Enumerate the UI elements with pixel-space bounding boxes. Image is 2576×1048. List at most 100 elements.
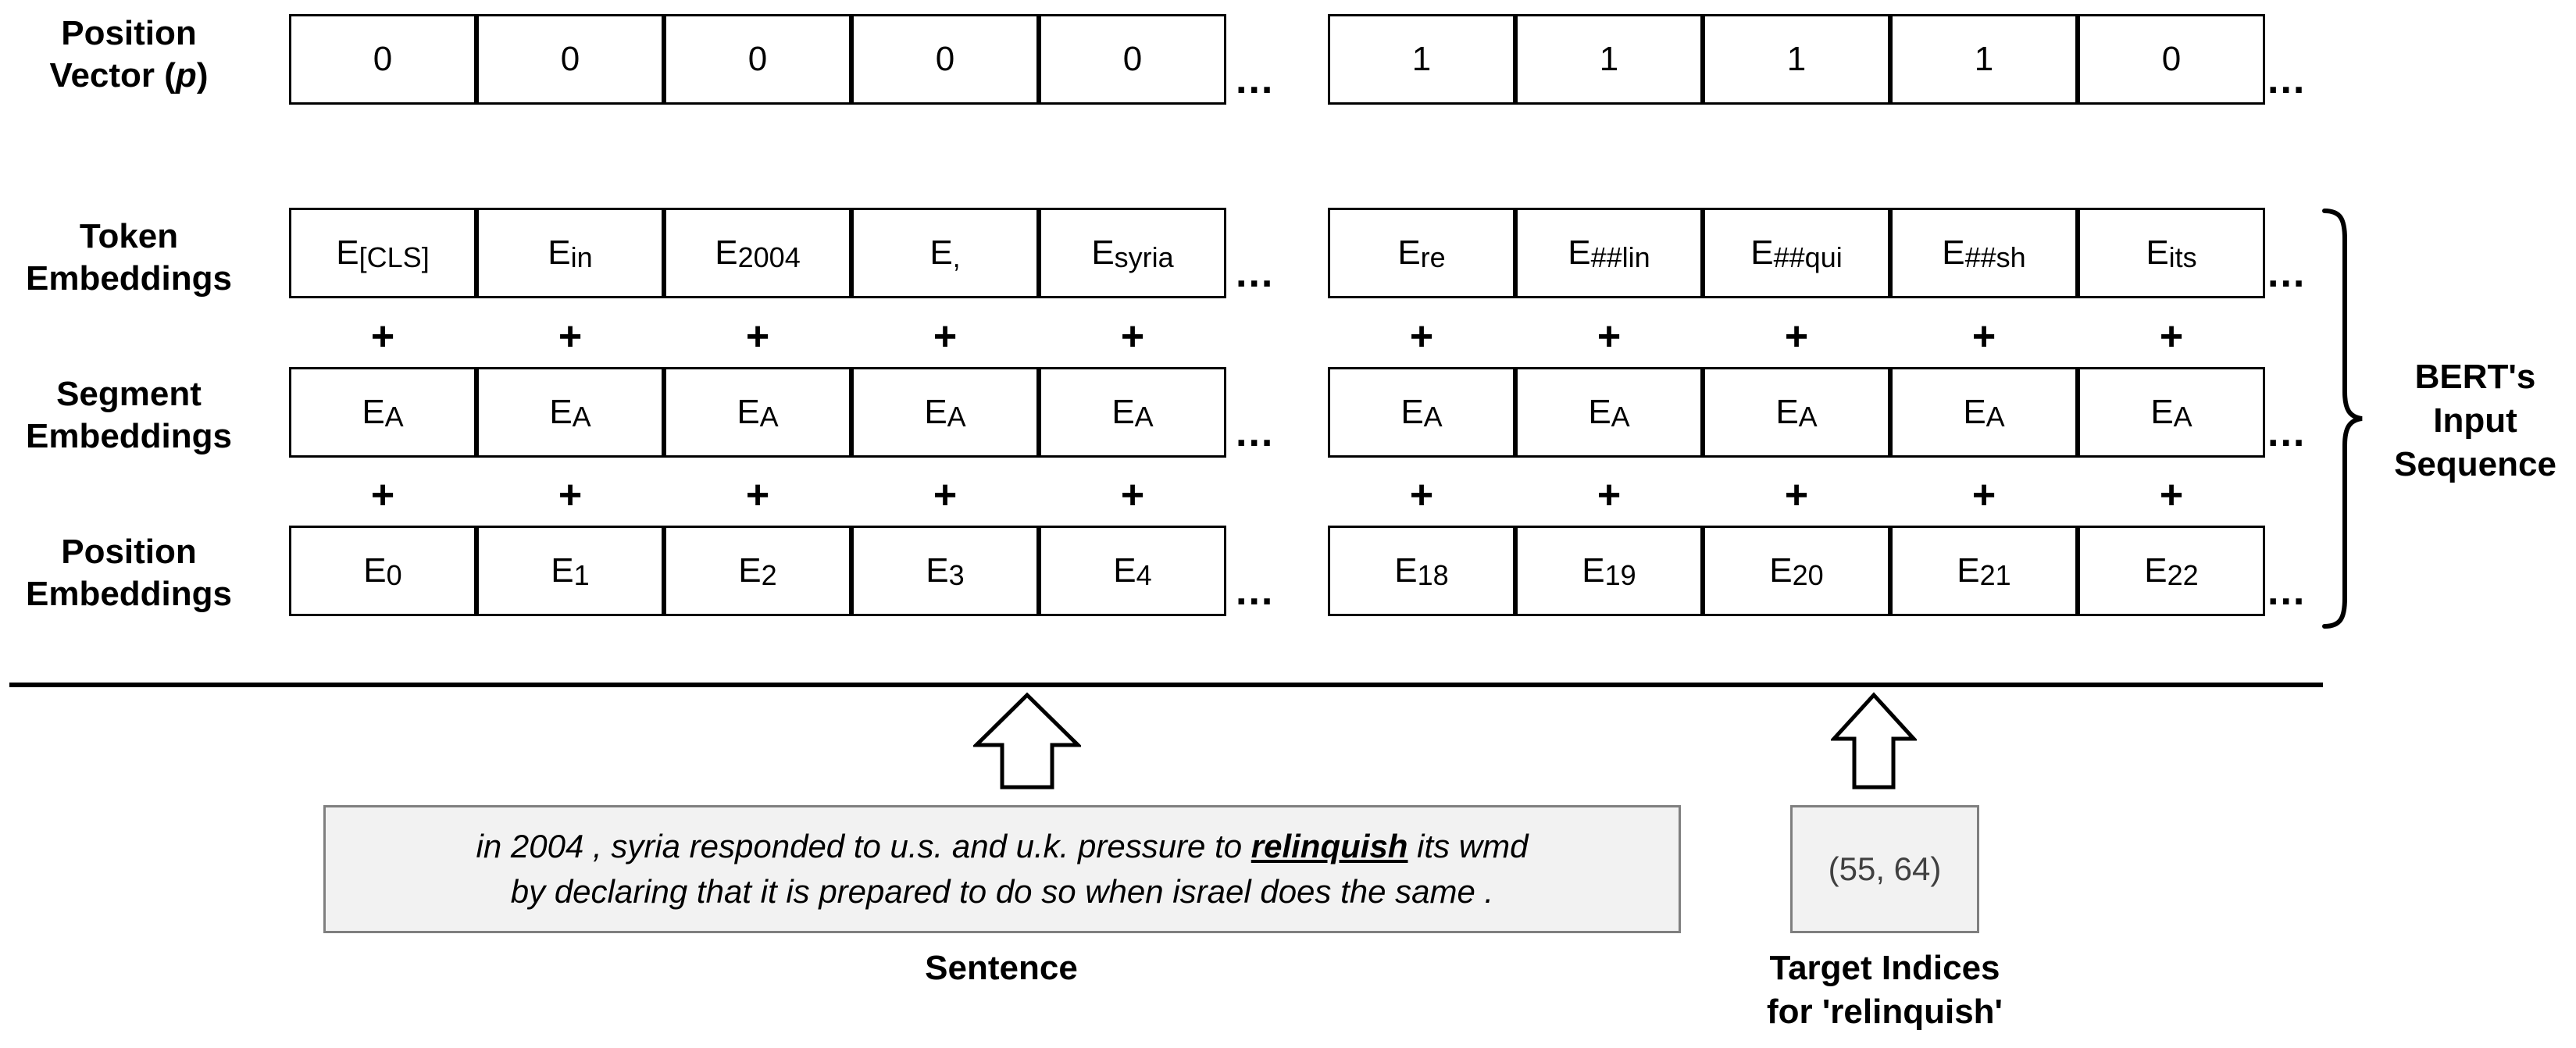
position-vector-variable: p (175, 56, 197, 94)
embedding-subscript: A (1986, 401, 2005, 433)
position-vector-box: 0 (476, 14, 664, 105)
ellipsis: ... (2267, 251, 2307, 296)
token-embedding-box: E##sh (1890, 208, 2078, 298)
embedding-symbol: E (2146, 233, 2169, 272)
sentence-text-before: in 2004 , syria responded to u.s. and u.… (476, 828, 1251, 864)
plus-sign: + (370, 314, 395, 359)
embedding-subscript: A (947, 401, 966, 433)
embedding-symbol: E (1963, 393, 1986, 431)
plus-sign: + (1971, 314, 1996, 359)
position-vector-box: 1 (1890, 14, 2078, 105)
ellipsis: ... (1236, 569, 1275, 614)
position-vector-value: 1 (1974, 40, 1994, 78)
token-embedding-box: E##qui (1703, 208, 1890, 298)
plus-sign: + (933, 472, 958, 518)
embedding-symbol: E (926, 551, 949, 590)
embedding-subscript: A (1423, 401, 1443, 433)
embedding-symbol: E (363, 551, 387, 590)
position-vector-label-prefix: Vector ( (49, 56, 176, 94)
embedding-symbol: E (1775, 393, 1799, 431)
embedding-subscript: 18 (1417, 559, 1449, 591)
position-vector-box: 1 (1515, 14, 1703, 105)
bert-input-sequence-label: BERT's Input Sequence (2374, 355, 2576, 487)
embedding-symbol: E (2150, 393, 2174, 431)
embedding-subscript: syria (1114, 241, 1174, 273)
embedding-symbol: E (362, 393, 385, 431)
plus-sign: + (1409, 314, 1434, 359)
embedding-subscript: in (570, 241, 593, 273)
token-embedding-box: E##lin (1515, 208, 1703, 298)
plus-sign: + (1597, 472, 1622, 518)
embedding-symbol: E (1091, 233, 1115, 272)
ellipsis: ... (2267, 410, 2307, 455)
embedding-symbol: E (549, 393, 573, 431)
embedding-subscript: A (572, 401, 591, 433)
plus-sign: + (933, 314, 958, 359)
position-vector-box: 0 (851, 14, 1039, 105)
embedding-subscript: ##sh (1964, 241, 2026, 273)
embedding-subscript: , (952, 241, 961, 273)
ellipsis: ... (1236, 57, 1275, 102)
embedding-subscript: 22 (2167, 559, 2199, 591)
target-indices-box: (55, 64) (1790, 805, 1979, 933)
embedding-subscript: its (2168, 241, 2197, 273)
position-vector-value: 0 (373, 40, 393, 78)
position-vector-label: Position Vector (p) (0, 12, 258, 97)
target-indices-value: (55, 64) (1828, 850, 1942, 887)
input-sequence-brace-icon (2322, 209, 2363, 629)
bert-input-line1: BERT's (2414, 358, 2536, 396)
position-vector-box: 0 (664, 14, 851, 105)
plus-sign: + (1120, 472, 1145, 518)
plus-sign: + (745, 314, 770, 359)
embedding-symbol: E (1582, 551, 1605, 590)
position-vector-label-suffix: ) (196, 56, 209, 94)
embedding-symbol: E (551, 551, 574, 590)
sentence-line-1: in 2004 , syria responded to u.s. and u.… (476, 824, 1529, 869)
embedding-symbol: E (1111, 393, 1135, 431)
embedding-subscript: 1 (573, 559, 590, 591)
embedding-subscript: re (1420, 241, 1446, 273)
token-embeddings-label-line1: Token (79, 217, 179, 255)
position-embeddings-label-line1: Position (61, 533, 197, 571)
plus-sign: + (2159, 314, 2184, 359)
embedding-subscript: A (1134, 401, 1154, 433)
bert-input-line3: Sequence (2394, 445, 2556, 483)
token-embedding-box: E, (851, 208, 1039, 298)
plus-sign: + (745, 472, 770, 518)
position-vector-value: 1 (1411, 40, 1432, 78)
embedding-symbol: E (1397, 233, 1421, 272)
position-vector-box: 1 (1703, 14, 1890, 105)
plus-sign: + (558, 314, 583, 359)
embedding-subscript: 0 (386, 559, 402, 591)
embedding-symbol: E (1750, 233, 1774, 272)
plus-sign: + (558, 472, 583, 518)
embedding-subscript: 21 (1979, 559, 2011, 591)
position-vector-value: 0 (560, 40, 580, 78)
segment-embeddings-label-line1: Segment (56, 375, 202, 413)
embedding-subscript: A (1798, 401, 1818, 433)
embedding-symbol: E (924, 393, 947, 431)
plus-sign: + (370, 472, 395, 518)
position-vector-label-line1: Position (61, 14, 197, 52)
embedding-symbol: E (738, 551, 762, 590)
plus-sign: + (1784, 314, 1809, 359)
embedding-symbol: E (1400, 393, 1424, 431)
embedding-subscript: ##qui (1773, 241, 1843, 273)
position-vector-box: 0 (1039, 14, 1226, 105)
ellipsis: ... (1236, 410, 1275, 455)
